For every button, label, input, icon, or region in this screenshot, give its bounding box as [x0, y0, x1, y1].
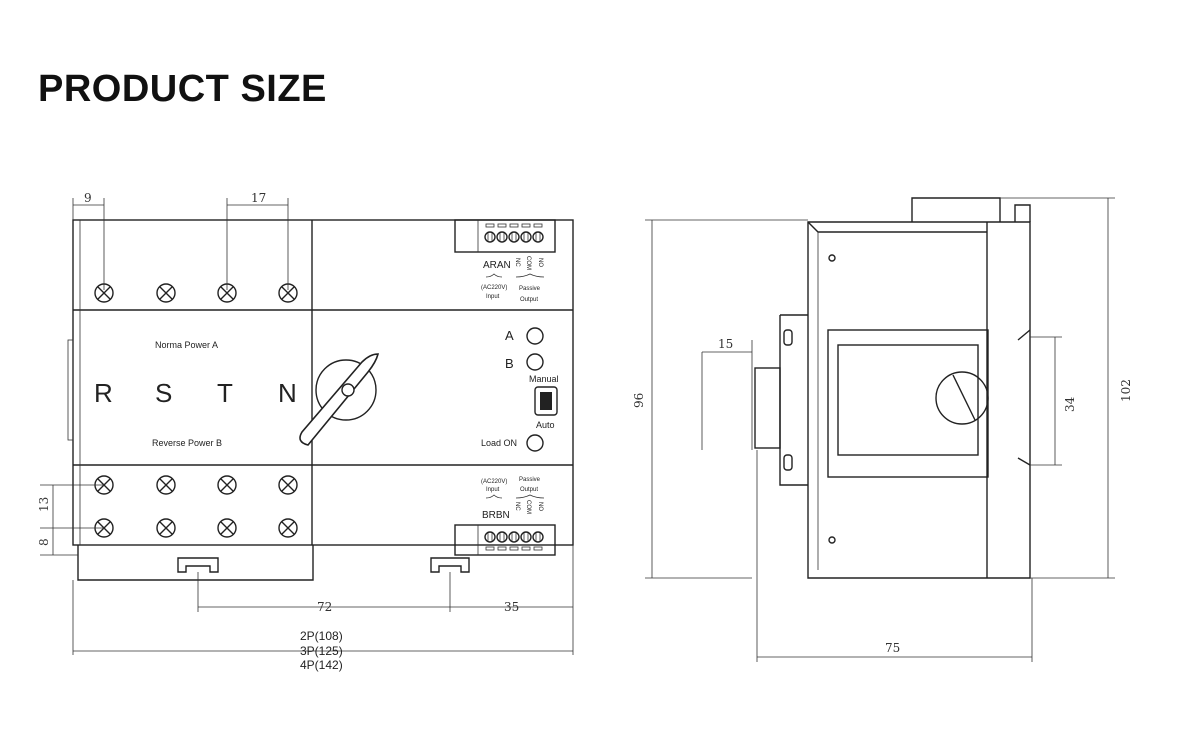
top-output-label: Output — [520, 297, 538, 303]
normal-power-label: Norma Power A — [155, 340, 218, 350]
terminal-pin-icon — [484, 223, 496, 243]
bottom-output-label: Output — [520, 487, 538, 493]
phase-r: R — [94, 378, 113, 408]
page-title: PRODUCT SIZE — [38, 68, 327, 110]
top-input-label: Input — [486, 294, 500, 300]
screw-terminal-icon — [278, 518, 298, 538]
phase-t: T — [217, 378, 233, 408]
bottom-input-pins: BRBN — [482, 510, 510, 521]
dim-bottom-offset: 8 — [37, 538, 51, 546]
bottom-no: NO — [537, 502, 543, 511]
top-nc: NC — [514, 258, 520, 267]
dim-pitch: 17 — [251, 191, 266, 205]
dim-row-gap: 13 — [37, 497, 51, 512]
bottom-input-label: Input — [486, 487, 500, 493]
terminal-pin-icon — [532, 223, 544, 243]
bottom-nc: NC — [514, 502, 520, 511]
screw-terminal-icon — [156, 475, 176, 495]
screw-terminal-icon — [217, 518, 237, 538]
screw-terminal-icon — [156, 283, 176, 303]
bottom-passive-label: Passive — [519, 477, 541, 483]
indicator-b-lamp — [526, 353, 544, 371]
phase-s: S — [155, 378, 172, 408]
terminal-pin-icon — [508, 223, 520, 243]
phase-n: N — [278, 378, 297, 408]
top-no: NO — [537, 258, 543, 267]
dim-body-height: 96 — [632, 393, 646, 408]
mode-switch[interactable] — [534, 386, 558, 416]
din-clip-right — [430, 557, 470, 573]
dim-width-2p: 2P(108) — [300, 629, 343, 643]
screw-terminal-icon — [156, 518, 176, 538]
bottom-com: COM — [525, 500, 531, 514]
indicator-a-label: A — [505, 328, 514, 343]
terminal-pin-icon — [520, 531, 532, 551]
screw-terminal-icon — [278, 475, 298, 495]
rotary-handle[interactable] — [299, 353, 380, 446]
reverse-power-label: Reverse Power B — [152, 438, 222, 448]
top-input-pins: ARAN — [483, 260, 511, 271]
dim-depth: 75 — [885, 641, 900, 655]
din-clip-left — [177, 557, 219, 573]
side-view: 96 102 34 15 75 — [632, 197, 1133, 662]
load-on-lamp — [526, 434, 544, 452]
indicator-b-label: B — [505, 356, 514, 371]
dim-rail-depth: 15 — [718, 337, 733, 351]
top-passive-label: Passive — [519, 286, 541, 292]
auto-label: Auto — [536, 420, 555, 430]
terminal-pin-icon — [520, 223, 532, 243]
indicator-a-lamp — [526, 327, 544, 345]
dim-rail-right: 35 — [504, 600, 519, 614]
terminal-pin-icon — [532, 531, 544, 551]
bottom-terminal-block — [454, 524, 556, 556]
terminal-pin-icon — [508, 531, 520, 551]
dim-edge-pitch: 9 — [84, 191, 92, 205]
top-voltage: (AC220V) — [481, 285, 507, 291]
side-handle — [935, 371, 989, 425]
front-view: ARAN (AC220V) Input Passive Output NC CO… — [37, 191, 574, 672]
screw-terminal-icon — [217, 475, 237, 495]
bottom-voltage: (AC220V) — [481, 479, 507, 485]
terminal-pin-icon — [496, 223, 508, 243]
dim-rail-span: 72 — [317, 600, 332, 614]
dim-width-3p: 3P(125) — [300, 644, 343, 658]
terminal-pin-icon — [484, 531, 496, 551]
load-on-label: Load ON — [481, 438, 517, 448]
top-terminal-block — [454, 219, 556, 253]
dim-rail-height: 34 — [1063, 396, 1077, 412]
terminal-pin-icon — [496, 531, 508, 551]
top-com: COM — [525, 256, 531, 270]
manual-label: Manual — [529, 374, 559, 384]
dim-width-4p: 4P(142) — [300, 658, 343, 672]
dim-total-height: 102 — [1119, 379, 1133, 402]
